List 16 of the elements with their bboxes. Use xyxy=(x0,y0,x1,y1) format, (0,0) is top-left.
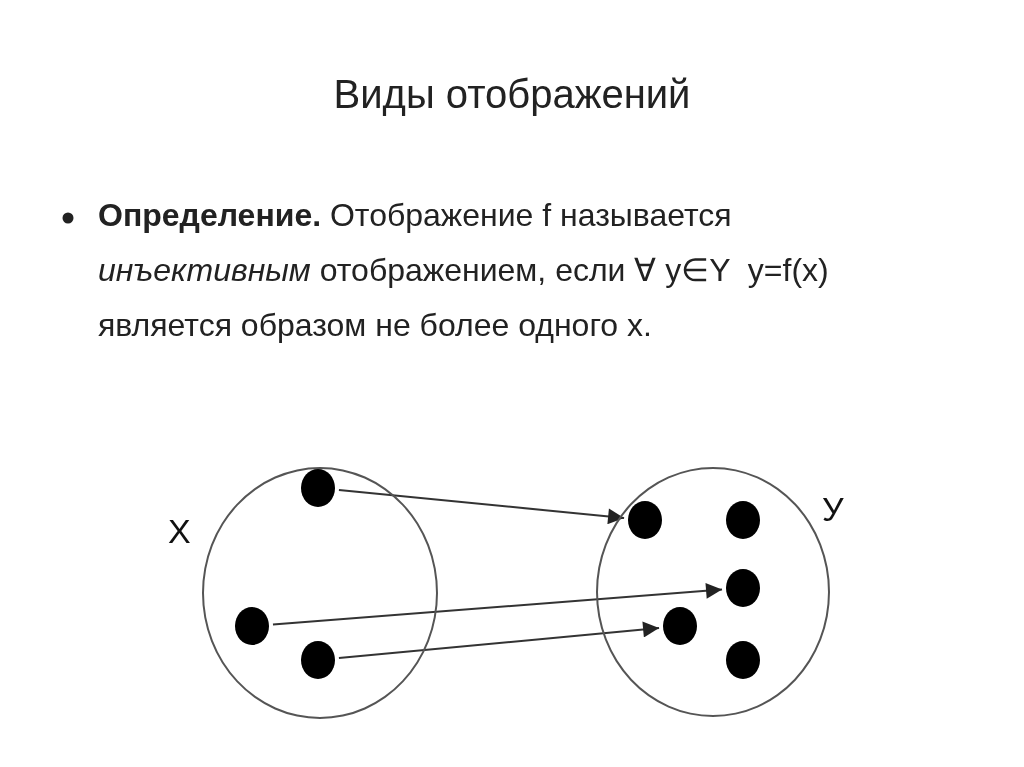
element-dot xyxy=(301,469,335,507)
set-circle xyxy=(202,467,438,719)
definition-text: Определение. Отображение f называется инъективным отображением, если ∀ y∈Y y=f(x) является образом не более одного x. xyxy=(98,196,830,345)
arrow xyxy=(337,621,661,660)
element-dot xyxy=(235,607,269,645)
set-label: X xyxy=(168,512,191,551)
element-dot xyxy=(628,501,662,539)
arrow xyxy=(337,489,626,525)
element-dot xyxy=(301,641,335,679)
element-dot xyxy=(726,569,760,607)
set-label: У xyxy=(822,490,844,529)
slide-title: Виды отображений xyxy=(332,72,692,117)
arrow xyxy=(271,582,724,626)
element-dot xyxy=(726,501,760,539)
element-dot xyxy=(663,607,697,645)
element-dot xyxy=(726,641,760,679)
